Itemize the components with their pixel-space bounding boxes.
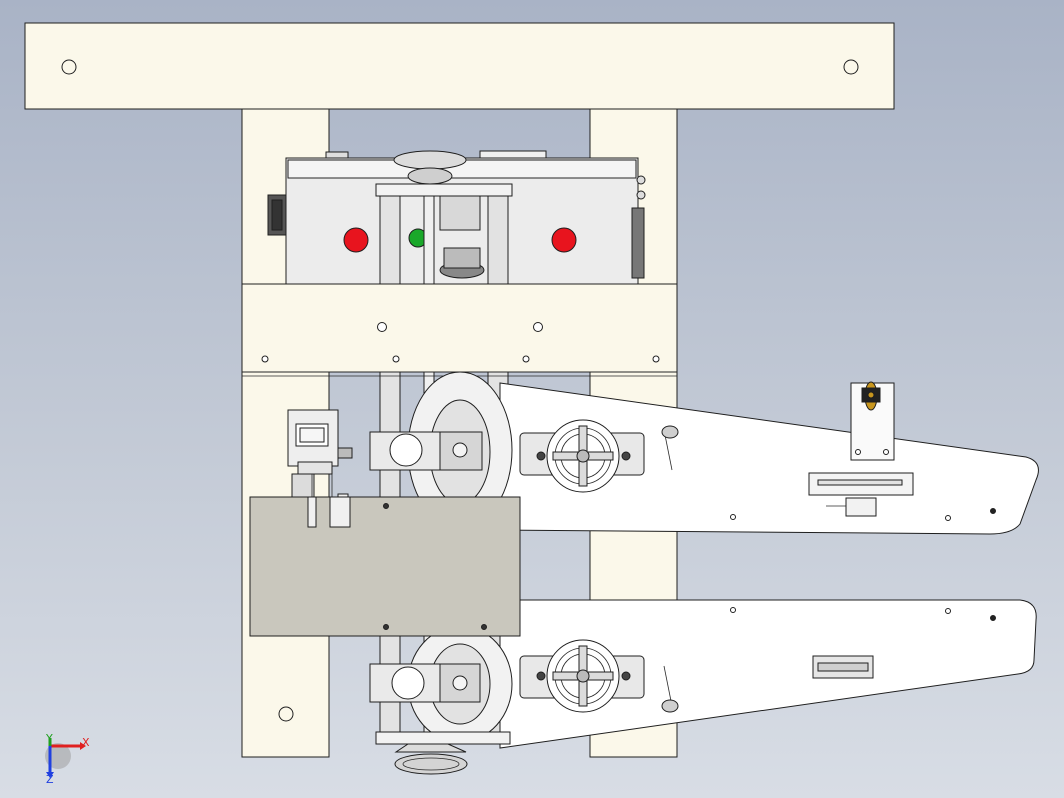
axis-y-label: Y [45, 732, 53, 745]
middle-cross-plate [241, 283, 678, 373]
lower-swing-arm [499, 599, 1037, 749]
cover-panel [249, 496, 521, 637]
indicator-lamp-icon [343, 227, 369, 253]
axis-z-label: Z [46, 773, 54, 786]
top-cross-plate [24, 22, 895, 110]
sensor-module [307, 496, 351, 528]
axis-x-label: X [82, 736, 90, 749]
handwheel-icon [546, 419, 620, 493]
bottom-rail [375, 731, 511, 745]
indicator-lamp-icon [551, 227, 577, 253]
handwheel-icon [546, 639, 620, 713]
pulley-icon [861, 381, 881, 411]
coordinate-triad-icon [45, 738, 86, 778]
mounting-hole-top-right [843, 59, 859, 75]
mounting-hole-bottom-left [278, 706, 294, 722]
upper-swing-arm [499, 382, 1039, 535]
control-box [267, 150, 646, 285]
bottom-foot-wheel [394, 743, 468, 775]
mounting-hole-top-left [61, 59, 77, 75]
